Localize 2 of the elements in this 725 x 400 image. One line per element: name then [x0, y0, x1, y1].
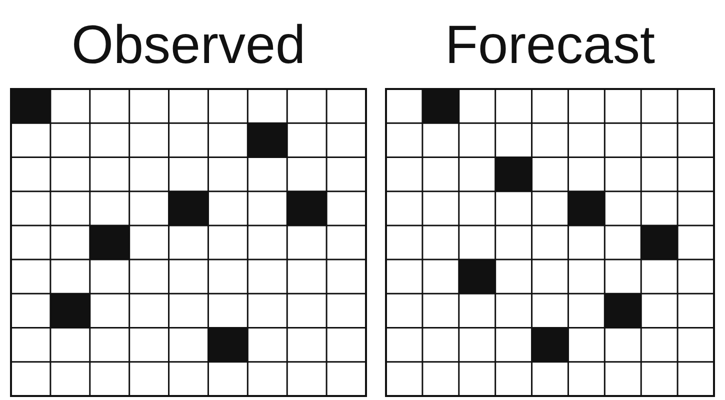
grid-title: Observed [70, 14, 307, 77]
grid-title: Forecast [444, 14, 656, 77]
